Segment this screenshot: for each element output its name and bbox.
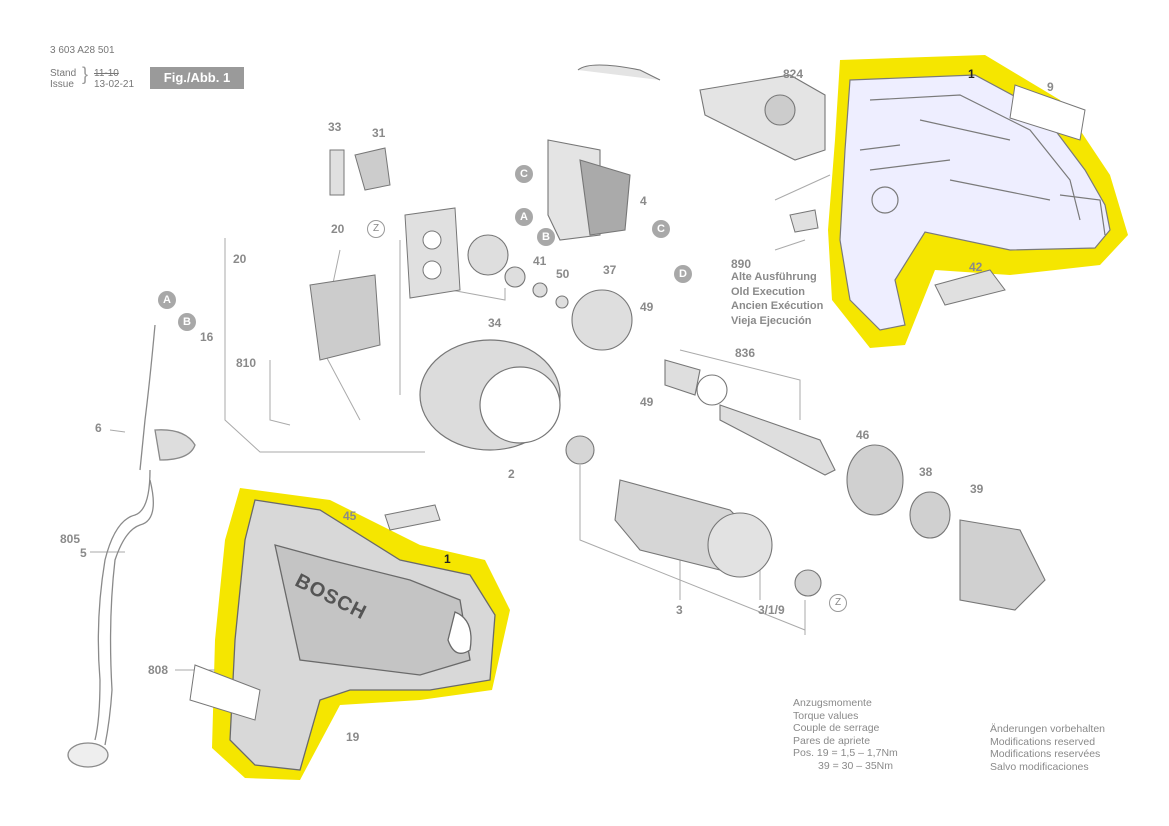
part-label-808: 808: [148, 663, 169, 677]
part-label-2: 2: [508, 467, 515, 481]
figure-badge: Fig./Abb. 1: [150, 67, 244, 89]
modifications-fr: Modifications reservées: [990, 748, 1101, 760]
new-date: 13-02-21: [94, 79, 135, 90]
part-label-6: 6: [95, 421, 102, 435]
old-execution-note: Alte Ausführung Old Execution Ancien Exé…: [731, 270, 823, 328]
torque-pos19: Pos. 19 = 1,5 – 1,7Nm: [793, 747, 898, 759]
issue-label: Issue: [50, 79, 74, 90]
switch-drawing: [547, 64, 826, 241]
old-execution-en: Old Execution: [731, 285, 805, 298]
part-label-824: 824: [783, 67, 804, 81]
modifications-block: Änderungen vorbehalten Modifications res…: [990, 723, 1105, 773]
part-label-5: 5: [80, 546, 87, 560]
connector-d: D: [674, 265, 692, 283]
gear-drawing: [467, 234, 836, 476]
part-label-45: 45: [343, 509, 357, 523]
doc-number: 3 603 A28 501: [50, 45, 115, 56]
part-label-20a: 20: [331, 222, 345, 236]
part-label-9: 9: [1047, 80, 1054, 94]
modifications-en: Modifications reserved: [990, 735, 1096, 748]
part-label-890: 890: [731, 257, 752, 271]
chuck-drawing: [846, 444, 1046, 611]
part-label-20b: 20: [233, 252, 247, 266]
connector-c-switch: C: [515, 165, 533, 183]
part-label-41: 41: [533, 254, 547, 268]
stator-drawing: [419, 339, 561, 451]
torque-fr: Couple de serrage: [793, 722, 880, 734]
part-label-39: 39: [970, 482, 984, 496]
top-housing-drawing: [839, 74, 1111, 331]
brace-icon: }: [82, 64, 89, 84]
small-parts-drawing: [189, 84, 1086, 721]
part-label-1-bottom: 1: [444, 552, 451, 566]
part-label-34: 34: [488, 316, 502, 330]
connector-b-switch: B: [537, 228, 555, 246]
torque-de: Anzugsmomente: [793, 697, 872, 709]
torque-en: Torque values: [793, 709, 859, 722]
bottom-housing-drawing: [229, 499, 496, 771]
part-label-37: 37: [603, 263, 617, 277]
part-label-33: 33: [328, 120, 342, 134]
part-label-42: 42: [969, 260, 983, 274]
stand-label: Stand: [50, 68, 77, 79]
connector-a-cord: A: [158, 291, 176, 309]
part-label-810: 810: [236, 356, 257, 370]
power-cord-drawing: [67, 324, 196, 768]
torque-es: Pares de apriete: [793, 734, 871, 747]
part-label-805: 805: [60, 532, 81, 546]
part-label-4: 4: [640, 194, 647, 208]
connector-z-brush: Z: [367, 220, 385, 238]
old-execution-es: Vieja Ejecución: [731, 314, 812, 327]
armature-drawing: [565, 435, 822, 597]
connector-b-cord: B: [178, 313, 196, 331]
torque-values-block: Anzugsmomente Torque values Couple de se…: [793, 697, 898, 772]
part-label-1-top: 1: [968, 67, 975, 81]
connector-z-armature: Z: [829, 594, 847, 612]
part-label-46: 46: [856, 428, 870, 442]
part-label-38: 38: [919, 465, 933, 479]
part-label-836: 836: [735, 346, 756, 360]
part-label-3-1-9: 3/1/9: [758, 603, 785, 617]
part-label-19: 19: [346, 730, 360, 744]
old-execution-fr: Ancien Exécution: [731, 300, 824, 312]
part-label-49b: 49: [640, 395, 654, 409]
torque-pos39: 39 = 30 – 35Nm: [818, 759, 894, 772]
part-label-16: 16: [200, 330, 214, 344]
part-label-3: 3: [676, 603, 683, 617]
connector-a-switch: A: [515, 208, 533, 226]
part-label-49a: 49: [640, 300, 654, 314]
part-label-31: 31: [372, 126, 386, 140]
old-execution-de: Alte Ausführung: [731, 271, 817, 283]
part-label-50: 50: [556, 267, 570, 281]
modifications-de: Änderungen vorbehalten: [990, 723, 1106, 735]
modifications-es: Salvo modificaciones: [990, 760, 1089, 773]
old-date: 11-10: [94, 68, 119, 79]
connector-c-wire: C: [652, 220, 670, 238]
